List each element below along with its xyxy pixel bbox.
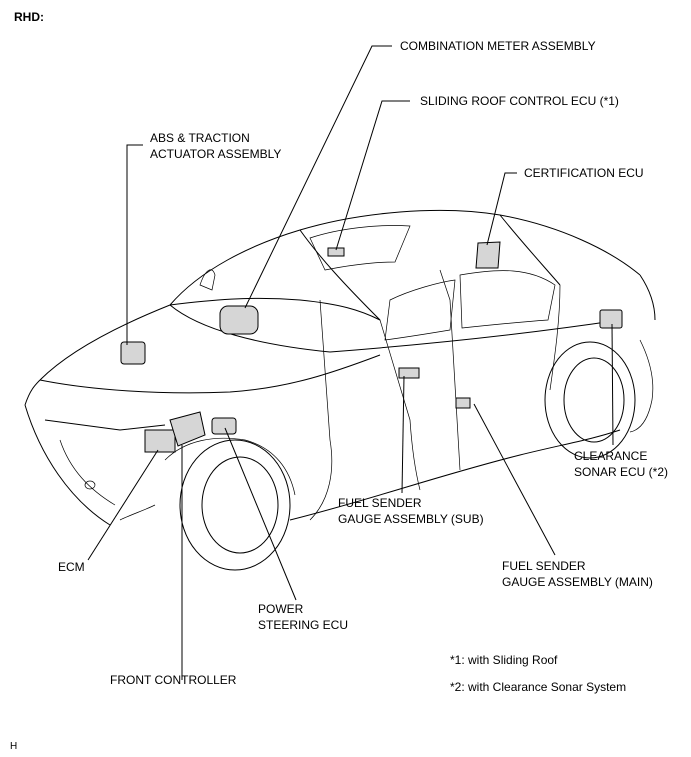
fuel-sender-main-label-line1: FUEL SENDER bbox=[502, 559, 586, 573]
combination-meter-label: COMBINATION METER ASSEMBLY bbox=[400, 39, 596, 53]
clearance-sonar-ecu-shape bbox=[599, 309, 623, 329]
leader-lines bbox=[87, 45, 614, 680]
sliding-roof-ecu-shape bbox=[327, 247, 345, 257]
fuel-sender-main-label-line2: GAUGE ASSEMBLY (MAIN) bbox=[502, 575, 653, 589]
fuel-sender-sub-label-line2: GAUGE ASSEMBLY (SUB) bbox=[338, 512, 484, 526]
clearance-sonar-label-line1: CLEARANCE bbox=[574, 449, 648, 463]
sliding-roof-ecu-label: SLIDING ROOF CONTROL ECU (*1) bbox=[420, 94, 619, 108]
certification-ecu-label: CERTIFICATION ECU bbox=[524, 166, 644, 180]
clearance-sonar-label-line2: SONAR ECU (*2) bbox=[574, 465, 669, 479]
fuel-sender-main-shape bbox=[455, 397, 471, 409]
fuel-sender-sub-shape bbox=[398, 367, 420, 379]
certification-ecu-shape bbox=[475, 241, 501, 269]
front-controller-label: FRONT CONTROLLER bbox=[110, 673, 237, 687]
variant-label: RHD: bbox=[14, 10, 44, 24]
power-steering-label-line1: POWER bbox=[258, 602, 304, 616]
ecm-shape bbox=[144, 429, 176, 453]
abs-label-line1: ABS & TRACTION bbox=[150, 131, 250, 145]
power-steering-label-line2: STEERING ECU bbox=[258, 618, 349, 632]
abs-label-line2: ACTUATOR ASSEMBLY bbox=[150, 147, 282, 161]
car-body-outline bbox=[24, 209, 656, 571]
front-controller-shape bbox=[169, 411, 206, 447]
footnote-1: *1: with Sliding Roof bbox=[450, 653, 558, 667]
figure-code: H bbox=[10, 741, 18, 752]
footnote-2: *2: with Clearance Sonar System bbox=[450, 680, 627, 694]
combination-meter-shape bbox=[219, 305, 259, 335]
ecm-label: ECM bbox=[58, 560, 85, 574]
abs-actuator-shape bbox=[120, 341, 146, 365]
fuel-sender-sub-label-line1: FUEL SENDER bbox=[338, 496, 422, 510]
power-steering-ecu-shape bbox=[211, 417, 237, 435]
